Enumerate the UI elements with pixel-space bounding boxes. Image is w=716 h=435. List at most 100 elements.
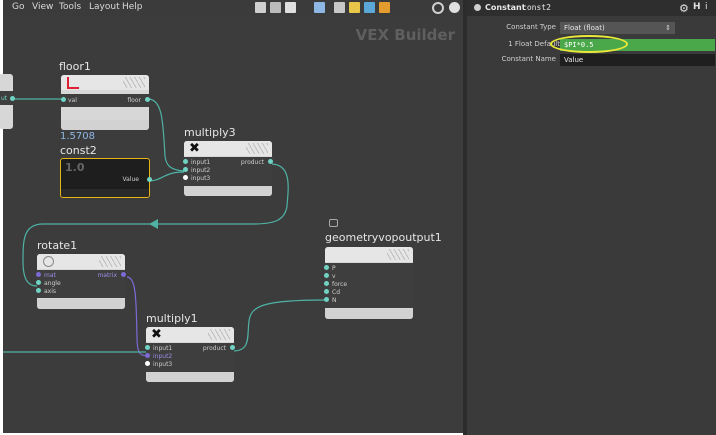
param-float-default-label: 1 Float Default bbox=[508, 40, 560, 48]
wire-direction-arrow bbox=[149, 219, 158, 229]
node-multiply3-output-product: product bbox=[240, 159, 264, 166]
node-multiply3-footer bbox=[184, 186, 272, 196]
node-geometryvopoutput1-ports: P v force Cd N bbox=[325, 263, 413, 308]
node-rotate1-angle-port[interactable] bbox=[36, 280, 41, 285]
tree-view-icon[interactable] bbox=[270, 2, 281, 13]
node-geometryvopoutput1[interactable]: geometryvopoutput1 P v force Cd N bbox=[323, 219, 443, 324]
node-const2[interactable]: 1.5708 const2 1.0 Value bbox=[58, 131, 152, 213]
node-geometryvopoutput1-hatch bbox=[387, 249, 409, 260]
multiply-icon: ✖ bbox=[151, 327, 162, 342]
param-constant-type-label: Constant Type bbox=[506, 23, 556, 31]
node-multiply1-input1-port[interactable] bbox=[145, 345, 150, 350]
list-view-icon[interactable] bbox=[334, 2, 345, 13]
node-const2-output-value: Value bbox=[122, 176, 139, 183]
node-output-Cd-port[interactable] bbox=[324, 289, 329, 294]
node-rotate1-input-mat: mat bbox=[44, 272, 56, 279]
const-icon: 1.0 bbox=[65, 161, 85, 174]
node-multiply3-name: multiply3 bbox=[184, 126, 236, 139]
node-multiply3-output-port[interactable] bbox=[268, 159, 273, 164]
info-icon[interactable]: i bbox=[705, 2, 708, 12]
chevron-updown-icon: ⇕ bbox=[665, 24, 671, 32]
menu-layout[interactable]: Layout bbox=[89, 2, 120, 12]
node-multiply1[interactable]: multiply1 ✖ input1 input2 input3 product bbox=[144, 312, 236, 384]
floor-icon bbox=[67, 77, 79, 89]
notes-icon[interactable] bbox=[285, 2, 296, 13]
node-floor1-name: floor1 bbox=[59, 60, 91, 73]
node-multiply1-input-1: input1 bbox=[153, 345, 173, 352]
menu-help[interactable]: Help bbox=[122, 2, 143, 12]
search-icon[interactable] bbox=[432, 2, 444, 14]
node-floor1-input-port[interactable] bbox=[61, 97, 66, 102]
node-rotate1-footer bbox=[37, 299, 125, 309]
wires-layer bbox=[3, 98, 326, 357]
node-multiply1-input3-port[interactable] bbox=[145, 361, 150, 366]
node-floor1-output-floor: floor bbox=[127, 97, 141, 104]
node-output-input-Cd: Cd bbox=[332, 289, 340, 296]
node-geometryvopoutput1-name: geometryvopoutput1 bbox=[325, 231, 442, 244]
annotation-ellipse bbox=[550, 35, 628, 53]
node-const2-output-port[interactable] bbox=[147, 177, 152, 182]
info-icon[interactable] bbox=[449, 2, 460, 13]
gear-icon[interactable]: ⚙ bbox=[679, 2, 689, 15]
node-rotate1-axis-port[interactable] bbox=[36, 288, 41, 293]
menu-view[interactable]: View bbox=[32, 2, 54, 12]
network-canvas[interactable]: VEX Builder ut floor1 bbox=[0, 16, 463, 433]
node-multiply3-input1-port[interactable] bbox=[183, 159, 188, 164]
canvas-title: VEX Builder bbox=[355, 26, 455, 44]
node-multiply3-hatch bbox=[246, 143, 268, 154]
parameter-panel: Constant const2 ⚙ H i Constant Type Floa… bbox=[467, 0, 716, 435]
node-rotate1-mat-port[interactable] bbox=[36, 272, 41, 277]
node-rotate1-body: mat angle axis matrix bbox=[36, 254, 126, 309]
node-type-label: Constant bbox=[485, 3, 526, 12]
node-multiply3-input2-port[interactable] bbox=[183, 167, 188, 172]
node-rotate1-input-angle: angle bbox=[44, 280, 61, 287]
param-constant-name-row: Constant Name Value bbox=[467, 53, 716, 67]
node-geometryvopoutput1-footer bbox=[325, 309, 413, 319]
node-output-N-port[interactable] bbox=[324, 297, 329, 302]
node-output-input-v: v bbox=[332, 273, 336, 280]
node-multiply3[interactable]: multiply3 ✖ input1 input2 input3 product bbox=[182, 126, 274, 198]
help-icon[interactable]: H bbox=[693, 2, 701, 12]
node-floor1-ports: val floor bbox=[61, 94, 149, 107]
node-floor1[interactable]: floor1 val floor bbox=[59, 60, 150, 130]
node-rotate1-output-port[interactable] bbox=[121, 272, 126, 277]
node-rotate1-hatch bbox=[99, 256, 121, 267]
node-multiply3-input-2: input2 bbox=[191, 167, 211, 174]
node-floor1-output-port[interactable] bbox=[145, 97, 150, 102]
lock-icon bbox=[329, 219, 338, 227]
node-output-force-port[interactable] bbox=[324, 281, 329, 286]
node-output-v-port[interactable] bbox=[324, 273, 329, 278]
tools-icon[interactable] bbox=[255, 2, 266, 13]
node-left-stub-ports bbox=[0, 91, 13, 105]
node-floor1-input-val: val bbox=[68, 97, 77, 104]
node-multiply1-input2-port[interactable] bbox=[145, 353, 150, 358]
node-left-stub-output-label: ut bbox=[1, 95, 8, 102]
node-const2-footer bbox=[61, 189, 149, 197]
parameter-header: Constant const2 ⚙ H i bbox=[467, 0, 716, 16]
node-multiply1-output-port[interactable] bbox=[230, 345, 235, 350]
node-left-stub[interactable]: ut bbox=[0, 74, 15, 129]
network-box-icon[interactable] bbox=[364, 2, 375, 13]
pane-splitter[interactable] bbox=[463, 0, 467, 435]
grid-view-icon[interactable] bbox=[314, 2, 325, 13]
sticky-note-icon[interactable] bbox=[349, 2, 360, 13]
node-multiply3-input-1: input1 bbox=[191, 159, 211, 166]
constant-name-field[interactable]: Value bbox=[560, 54, 715, 66]
menu-tools[interactable]: Tools bbox=[59, 2, 82, 12]
node-rotate1[interactable]: rotate1 mat angle axis matrix bbox=[35, 239, 127, 311]
rotate-icon bbox=[43, 256, 54, 267]
node-output-input-N: N bbox=[332, 297, 337, 304]
node-output-input-P: P bbox=[332, 265, 336, 272]
node-multiply1-hatch bbox=[208, 329, 230, 340]
param-constant-name-label: Constant Name bbox=[501, 55, 556, 63]
node-output-P-port[interactable] bbox=[324, 265, 329, 270]
color-palette-icon[interactable] bbox=[379, 2, 390, 13]
menu-go[interactable]: Go bbox=[12, 2, 25, 12]
param-float-default-row: 1 Float Default $PI*0.5 bbox=[467, 35, 716, 53]
node-multiply1-name: multiply1 bbox=[146, 312, 198, 325]
node-name-field[interactable]: const2 bbox=[522, 3, 551, 12]
multiply-icon: ✖ bbox=[189, 141, 200, 156]
constant-type-select[interactable]: Float (float) ⇕ bbox=[560, 22, 675, 34]
node-multiply3-input3-port[interactable] bbox=[183, 175, 188, 180]
node-left-stub-output-port[interactable] bbox=[10, 96, 15, 101]
